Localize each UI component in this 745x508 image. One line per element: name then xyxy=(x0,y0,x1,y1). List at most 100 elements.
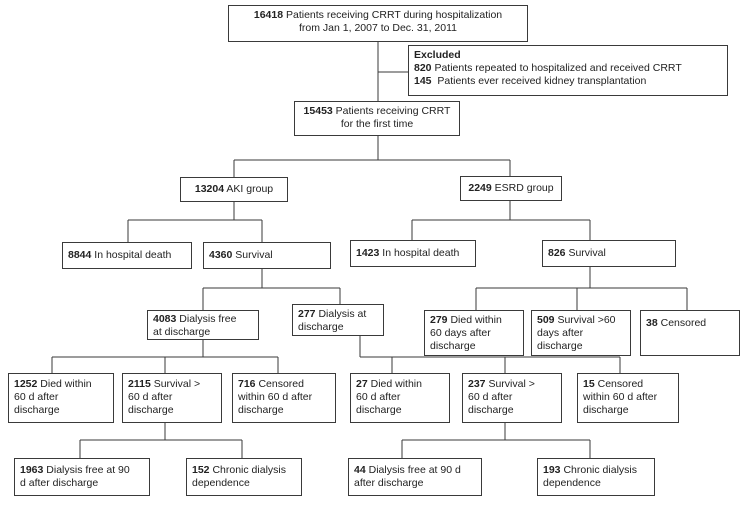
node-count: 16418 xyxy=(253,9,284,21)
node-df-died-60: 1252 Died within 60 d after discharge xyxy=(8,373,114,423)
node-label: Survival >60 xyxy=(557,314,616,326)
node-dialysis-free: 4083 Dialysis free at discharge xyxy=(147,310,259,340)
node-count: 826 xyxy=(548,247,566,259)
node-label: AKI group xyxy=(226,183,274,195)
node-label: Dialysis free xyxy=(179,313,237,325)
node-esrd-censored: 38 Censored xyxy=(640,310,740,356)
node-label: dependence xyxy=(192,477,250,489)
node-label: Died within xyxy=(40,378,92,390)
node-count: 15 xyxy=(583,378,595,390)
node-label: 60 d after xyxy=(128,391,173,403)
node-label: discharge xyxy=(537,340,583,352)
node-aki-group: 13204 AKI group xyxy=(180,177,288,202)
node-count: 4360 xyxy=(209,249,233,261)
node-count: 27 xyxy=(356,378,368,390)
node-count: 44 xyxy=(354,464,366,476)
node-excluded: Excluded 820 Patients repeated to hospit… xyxy=(408,45,728,96)
node-label: 60 days after xyxy=(430,327,491,339)
node-label: discharge xyxy=(468,404,514,416)
node-label: 60 d after xyxy=(468,391,513,403)
node-label: at discharge xyxy=(153,326,211,338)
node-count: 13204 xyxy=(194,183,225,195)
node-label: Patients repeated to hospitalized and re… xyxy=(434,62,682,74)
node-label: Chronic dialysis xyxy=(212,464,286,476)
node-label: Survival > xyxy=(153,378,201,390)
node-label: discharge xyxy=(14,404,60,416)
node-d-chronic: 193 Chronic dialysis dependence xyxy=(537,458,655,496)
node-label: ESRD group xyxy=(494,182,554,194)
node-count: 4083 xyxy=(153,313,177,325)
node-label: discharge xyxy=(583,404,629,416)
node-esrd-survival-60: 509 Survival >60 days after discharge xyxy=(531,310,631,356)
node-label: discharge xyxy=(298,321,344,333)
node-count: 1423 xyxy=(356,247,380,259)
node-label: Survival xyxy=(568,247,606,259)
node-count: 8844 xyxy=(68,249,92,261)
node-count: 277 xyxy=(298,308,316,320)
node-label: Chronic dialysis xyxy=(563,464,637,476)
node-label: Censored xyxy=(597,378,644,390)
node-count: 2115 xyxy=(128,378,151,390)
node-count: 1252 xyxy=(14,378,38,390)
node-label: d after discharge xyxy=(20,477,99,489)
node-count: 2249 xyxy=(468,182,492,194)
node-label: Patients receiving CRRT during hospitali… xyxy=(285,9,503,21)
node-count: 193 xyxy=(543,464,561,476)
node-label: Censored xyxy=(660,317,707,329)
node-esrd-died-60: 279 Died within 60 days after discharge xyxy=(424,310,524,356)
node-count: 279 xyxy=(430,314,448,326)
node-label: In hospital death xyxy=(382,247,460,259)
node-label: 60 d after xyxy=(356,391,401,403)
node-count: 1963 xyxy=(20,464,44,476)
node-df-censored: 716 Censored within 60 d after discharge xyxy=(232,373,336,423)
node-esrd-survival: 826 Survival xyxy=(542,240,676,267)
node-d-died-60: 27 Died within 60 d after discharge xyxy=(350,373,450,423)
node-label: Patients receiving CRRT xyxy=(335,105,451,117)
node-dialysis-at-discharge: 277 Dialysis at discharge xyxy=(292,304,384,336)
node-total: 16418 Patients receiving CRRT during hos… xyxy=(228,5,528,42)
node-label: Dialysis free at 90 xyxy=(46,464,130,476)
node-label: In hospital death xyxy=(94,249,172,261)
node-label: 60 d after xyxy=(14,391,59,403)
node-esrd-hospital-death: 1423 In hospital death xyxy=(350,240,476,267)
node-label: Survival xyxy=(235,249,273,261)
node-count: 145 xyxy=(414,75,432,87)
node-label: days after xyxy=(537,327,584,339)
node-label: discharge xyxy=(356,404,402,416)
node-count: 237 xyxy=(468,378,486,390)
node-label: Patients ever received kidney transplant… xyxy=(437,75,647,87)
node-label: within 60 d after xyxy=(583,391,658,403)
node-d-survival-60: 237 Survival > 60 d after discharge xyxy=(462,373,562,423)
node-label: Censored xyxy=(258,378,304,390)
node-label: from Jan 1, 2007 to Dec. 31, 2011 xyxy=(299,22,457,34)
node-esrd-group: 2249 ESRD group xyxy=(460,176,562,201)
node-d-censored: 15 Censored within 60 d after discharge xyxy=(577,373,679,423)
node-label: discharge xyxy=(238,404,284,416)
node-label: after discharge xyxy=(354,477,424,489)
node-label: Survival > xyxy=(488,378,535,390)
node-label: Died within xyxy=(370,378,422,390)
node-label: Dialysis at xyxy=(318,308,367,320)
node-d-free-90: 44 Dialysis free at 90 d after discharge xyxy=(348,458,482,496)
node-count: 152 xyxy=(192,464,210,476)
node-df-chronic: 152 Chronic dialysis dependence xyxy=(186,458,302,496)
node-label: for the first time xyxy=(340,118,414,130)
node-label: Died within xyxy=(450,314,502,326)
node-first-time: 15453 Patients receiving CRRT for the fi… xyxy=(294,101,460,136)
node-label: within 60 d after xyxy=(238,391,313,403)
node-count: 38 xyxy=(646,317,658,329)
node-label: discharge xyxy=(128,404,174,416)
node-aki-survival: 4360 Survival xyxy=(203,242,331,269)
node-label: Dialysis free at 90 d xyxy=(368,464,461,476)
node-label: discharge xyxy=(430,340,476,352)
node-df-free-90: 1963 Dialysis free at 90 d after dischar… xyxy=(14,458,150,496)
node-count: 15453 xyxy=(303,105,333,117)
node-df-survival-60: 2115 Survival > 60 d after discharge xyxy=(122,373,222,423)
node-count: 509 xyxy=(537,314,555,326)
node-count: 716 xyxy=(238,378,256,390)
node-label: dependence xyxy=(543,477,601,489)
node-count: 820 xyxy=(414,62,432,74)
excluded-title: Excluded xyxy=(414,49,461,61)
